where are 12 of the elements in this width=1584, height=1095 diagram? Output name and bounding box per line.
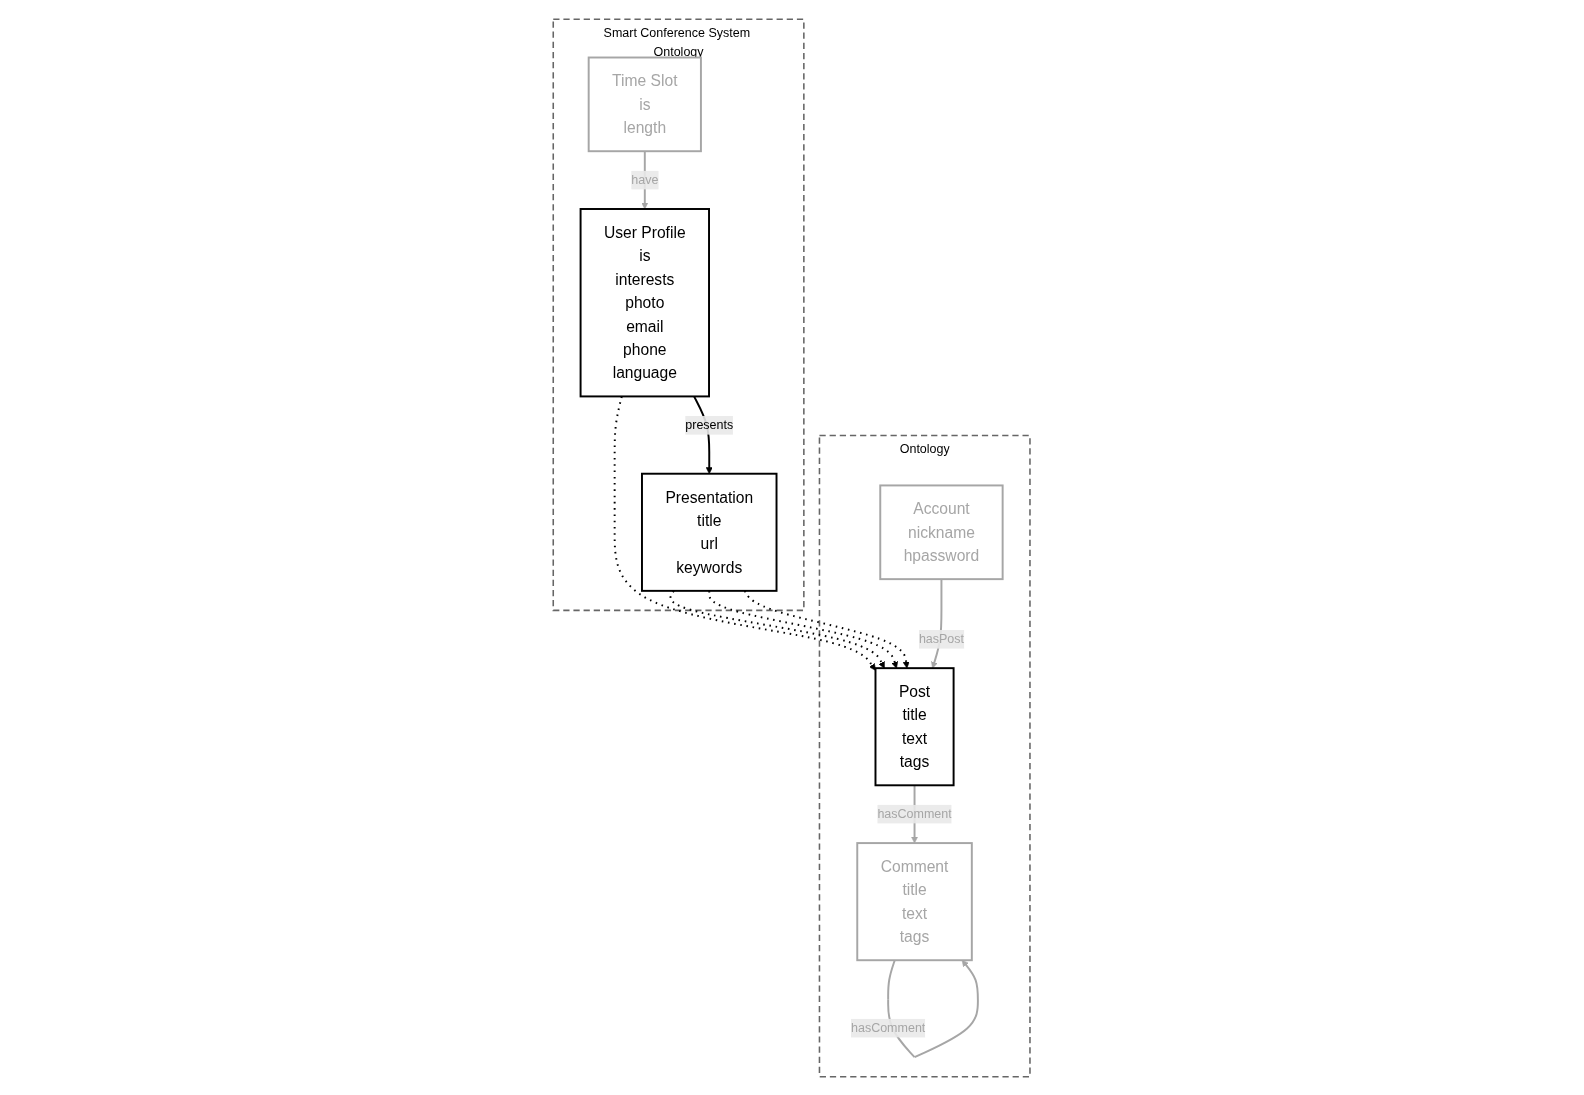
edge-label: hasPost (919, 631, 965, 646)
edge-label: presents (685, 417, 734, 432)
edge-label: hasComment (877, 806, 953, 820)
node-box: Presentation title url keywords (641, 472, 778, 592)
node-box: Post title text tags (874, 666, 955, 786)
node-box: User Profile is interests photo email phone language (580, 207, 711, 397)
arrow (669, 589, 886, 668)
edge-label: hasComment (851, 1020, 926, 1034)
node-box: Account nickname hpassword (879, 483, 1004, 580)
edge-label: have (631, 172, 659, 186)
node-box: Comment title text tags (856, 841, 974, 961)
node-box: Time Slot is length (588, 56, 703, 152)
